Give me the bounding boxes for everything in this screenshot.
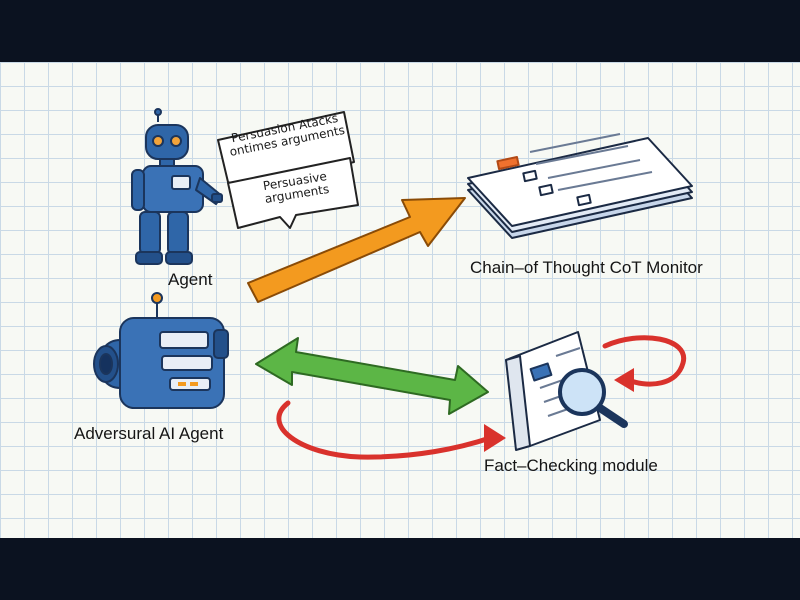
adversarial-agent-label: Adversural AI Agent (74, 424, 224, 443)
magnifier-document-icon (505, 331, 628, 451)
letterbox-bottom (0, 538, 800, 600)
red-curve-arrow-left (276, 400, 506, 460)
document-stack-icon (467, 133, 693, 239)
orange-arrow (247, 197, 466, 303)
robot-agent-icon (131, 108, 223, 265)
green-double-arrow (255, 337, 489, 415)
grid-canvas (0, 62, 800, 538)
fact-checking-label: Fact–Checking module (484, 456, 658, 475)
agent-label: Agent (168, 270, 213, 289)
red-curve-arrow-right (602, 335, 687, 392)
adversarial-device-icon (93, 292, 229, 409)
speech-bubble-bottom (227, 157, 359, 229)
cot-monitor-label: Chain–of Thought CoT Monitor (470, 258, 703, 277)
letterbox-top (0, 0, 800, 62)
